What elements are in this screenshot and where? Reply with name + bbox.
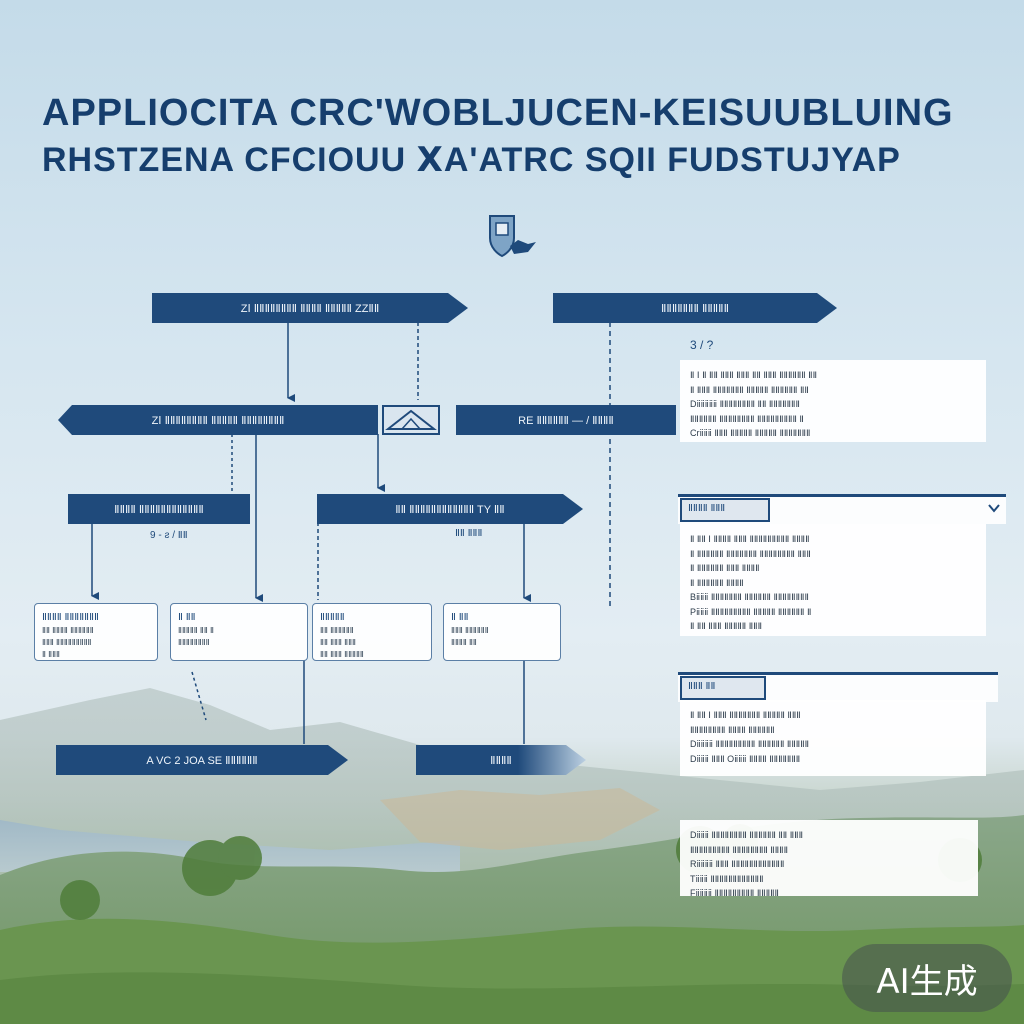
- sublabel-left: 9 - ƨ / ⅡⅡ: [150, 530, 188, 541]
- panel-2-line: Pⅱⅱⅱ ⅡⅡⅡⅡⅡⅡⅡⅡⅡ ⅡⅡⅡⅡⅡ ⅡⅡⅡⅡⅡⅡ Ⅱ: [690, 606, 812, 617]
- panel-1-line: Dⅱⅱⅱⅱⅱ ⅡⅡⅡⅡⅡⅡⅡⅡ ⅡⅡ ⅡⅡⅡⅡⅡⅡⅡ: [690, 399, 800, 410]
- card-4-line: ⅡⅡⅡ ⅡⅡⅡⅡⅡⅡ: [451, 626, 489, 635]
- chevron-down-icon: [986, 500, 1002, 516]
- info-panel-2: Ⅱ ⅡⅡ Ⅰ ⅡⅡⅡⅡ ⅡⅡⅡ ⅡⅡⅡⅡⅡⅡⅡⅡⅡ ⅡⅡⅡⅡ Ⅱ ⅡⅡⅡⅡⅡⅡ …: [680, 524, 986, 636]
- panel-2-line: Bⅱⅱⅱ ⅡⅡⅡⅡⅡⅡⅡ ⅡⅡⅡⅡⅡⅡ ⅡⅡⅡⅡⅡⅡⅡⅡ: [690, 592, 809, 603]
- banner-top-right: ⅡⅡⅡⅡⅡⅡⅡ ⅡⅡⅡⅡⅡ: [553, 293, 837, 323]
- banner-bottom-center: ⅡⅡⅡⅡ: [416, 745, 586, 775]
- card-3-line: ⅡⅡ ⅡⅡⅡ ⅡⅡⅡⅡⅡ: [320, 650, 364, 659]
- banner-lower-center: ⅡⅡ ⅡⅡⅡⅡⅡⅡⅡⅡⅡⅡⅡⅡ TY ⅡⅡ: [317, 494, 583, 524]
- card-1-line: ⅡⅡ ⅡⅡⅡⅡ ⅡⅡⅡⅡⅡⅡ: [42, 626, 94, 635]
- card-4-heading: Ⅱ ⅡⅡ: [451, 612, 469, 623]
- card-3-line: ⅡⅡ ⅡⅡⅡ ⅡⅡⅡ: [320, 638, 356, 647]
- panel-4-line: Tⅱⅱⅱ ⅡⅡⅡⅡⅡⅡⅡⅡⅡⅡⅡⅡ: [690, 873, 764, 884]
- panel-3-line: ⅡⅡⅡⅡⅡⅡⅡⅡ ⅡⅡⅡⅡ ⅡⅡⅡⅡⅡⅡ: [690, 724, 775, 735]
- card-1: ⅡⅡⅡⅡ ⅡⅡⅡⅡⅡⅡⅡ ⅡⅡ ⅡⅡⅡⅡ ⅡⅡⅡⅡⅡⅡ ⅡⅡⅡ ⅡⅡⅡⅡⅡⅡⅡⅡ…: [34, 603, 158, 661]
- info-panel-1: Ⅱ Ⅰ Ⅱ ⅡⅡ ⅡⅡⅡ ⅡⅡⅡ ⅡⅡ ⅡⅡⅡ ⅡⅡⅡⅡⅡⅡ ⅡⅡ Ⅱ ⅡⅡⅡ …: [680, 360, 986, 442]
- panel-1-line: ⅡⅡⅡⅡⅡⅡ ⅡⅡⅡⅡⅡⅡⅡⅡ ⅡⅡⅡⅡⅡⅡⅡⅡⅡ Ⅱ: [690, 413, 804, 424]
- title-line-1: APPLIOCITA CRC'WOBLJUCEN-KEISUUBLUING: [42, 92, 954, 134]
- card-4-line: ⅡⅡⅡⅡ ⅡⅡ: [451, 638, 477, 647]
- ai-generated-badge: AI生成: [842, 944, 1012, 1012]
- info-panel-4: Dⅱⅱⅱ ⅡⅡⅡⅡⅡⅡⅡⅡ ⅡⅡⅡⅡⅡⅡ ⅡⅡ ⅡⅡⅡ ⅡⅡⅡⅡⅡⅡⅡⅡⅡ ⅡⅡ…: [680, 820, 978, 896]
- panel-4-line: ⅡⅡⅡⅡⅡⅡⅡⅡⅡ ⅡⅡⅡⅡⅡⅡⅡⅡ ⅡⅡⅡⅡ: [690, 844, 789, 855]
- panel-2-line: Ⅱ ⅡⅡ Ⅰ ⅡⅡⅡⅡ ⅡⅡⅡ ⅡⅡⅡⅡⅡⅡⅡⅡⅡ ⅡⅡⅡⅡ: [690, 534, 810, 544]
- title-line-2: RHSTZENA CFCIOUU ⅩA'ATRC SQII FUDSTUJYAP: [42, 141, 901, 179]
- card-3-line: ⅡⅡ ⅡⅡⅡⅡⅡⅡ: [320, 626, 354, 635]
- shield-logo-icon: [484, 212, 542, 262]
- card-2-line: ⅡⅡⅡⅡⅡ ⅡⅡ Ⅱ: [178, 626, 214, 635]
- panel-1-number: 3 / ?: [690, 338, 714, 352]
- panel-1-line: Ⅱ ⅡⅡⅡ ⅡⅡⅡⅡⅡⅡⅡ ⅡⅡⅡⅡⅡ ⅡⅡⅡⅡⅡⅡ ⅡⅡ: [690, 384, 809, 395]
- banner-lower-left: ⅡⅡⅡⅡ ⅡⅡⅡⅡⅡⅡⅡⅡⅡⅡⅡⅡ: [68, 494, 250, 524]
- panel-2-tag: ⅡⅡⅡⅡ ⅡⅡⅡ: [680, 498, 770, 522]
- mail-icon: [382, 405, 440, 435]
- banner-bottom-left: A VC 2 JOA SE ⅡⅡⅡⅡⅡⅡ: [56, 745, 348, 775]
- panel-4-line: Fⅱⅱⅱⅱ ⅡⅡⅡⅡⅡⅡⅡⅡⅡ ⅡⅡⅡⅡⅡ: [690, 888, 779, 896]
- sublabel-center: ⅡⅡ ⅡⅡⅡ: [455, 528, 483, 539]
- card-2-heading: Ⅱ ⅡⅡ: [178, 612, 196, 623]
- panel-4-line: Rⅱⅱⅱⅱ ⅡⅡⅡ ⅡⅡⅡⅡⅡⅡⅡⅡⅡⅡⅡⅡ: [690, 859, 785, 870]
- card-3: ⅡⅡⅡⅡⅡ ⅡⅡ ⅡⅡⅡⅡⅡⅡ ⅡⅡ ⅡⅡⅡ ⅡⅡⅡ ⅡⅡ ⅡⅡⅡ ⅡⅡⅡⅡⅡ: [312, 603, 432, 661]
- card-1-heading: ⅡⅡⅡⅡ ⅡⅡⅡⅡⅡⅡⅡ: [42, 612, 99, 623]
- card-2: Ⅱ ⅡⅡ ⅡⅡⅡⅡⅡ ⅡⅡ Ⅱ ⅡⅡⅡⅡⅡⅡⅡⅡ: [170, 603, 308, 661]
- panel-3-line: Ⅱ ⅡⅡ Ⅰ ⅡⅡⅡ ⅡⅡⅡⅡⅡⅡⅡ ⅡⅡⅡⅡⅡ ⅡⅡⅡ: [690, 710, 801, 720]
- banner-top-left: ZⅠ ⅡⅡⅡⅡⅡⅡⅡⅡ ⅡⅡⅡⅡ ⅡⅡⅡⅡⅡ ZZⅡⅡ: [152, 293, 468, 323]
- banner-middle-right: RE ⅡⅡⅡⅡⅡⅡ — / ⅡⅡⅡⅡ: [456, 405, 676, 435]
- info-panel-3: Ⅱ ⅡⅡ Ⅰ ⅡⅡⅡ ⅡⅡⅡⅡⅡⅡⅡ ⅡⅡⅡⅡⅡ ⅡⅡⅡ ⅡⅡⅡⅡⅡⅡⅡⅡ ⅡⅡ…: [680, 700, 986, 776]
- card-3-heading: ⅡⅡⅡⅡⅡ: [320, 612, 345, 623]
- panel-3-tag: ⅡⅡⅡ ⅡⅡ: [680, 676, 766, 700]
- card-1-line: ⅡⅡⅡ ⅡⅡⅡⅡⅡⅡⅡⅡⅡ: [42, 638, 92, 647]
- panel-1-line: Ⅱ Ⅰ Ⅱ ⅡⅡ ⅡⅡⅡ ⅡⅡⅡ ⅡⅡ ⅡⅡⅡ ⅡⅡⅡⅡⅡⅡ ⅡⅡ: [690, 370, 818, 380]
- card-4: Ⅱ ⅡⅡ ⅡⅡⅡ ⅡⅡⅡⅡⅡⅡ ⅡⅡⅡⅡ ⅡⅡ: [443, 603, 561, 661]
- panel-1-line: Crⅱⅱⅱ ⅡⅡⅡ ⅡⅡⅡⅡⅡ ⅡⅡⅡⅡⅡ ⅡⅡⅡⅡⅡⅡⅡ: [690, 428, 811, 439]
- card-1-line: Ⅱ ⅡⅡⅡ: [42, 650, 60, 659]
- panel-2-line: Ⅱ ⅡⅡⅡⅡⅡⅡ ⅡⅡⅡⅡⅡⅡⅡ ⅡⅡⅡⅡⅡⅡⅡⅡ ⅡⅡⅡ: [690, 548, 811, 559]
- card-2-line: ⅡⅡⅡⅡⅡⅡⅡⅡ: [178, 638, 210, 647]
- panel-2-line: Ⅱ ⅡⅡⅡⅡⅡⅡ ⅡⅡⅡⅡ: [690, 577, 744, 588]
- panel-3-line: Dⅱⅱⅱ ⅡⅡⅡ Oⅱⅱⅱ ⅡⅡⅡⅡ ⅡⅡⅡⅡⅡⅡⅡ: [690, 753, 801, 764]
- panel-4-line: Dⅱⅱⅱ ⅡⅡⅡⅡⅡⅡⅡⅡ ⅡⅡⅡⅡⅡⅡ ⅡⅡ ⅡⅡⅡ: [690, 830, 804, 840]
- panel-3-line: Dⅱⅱⅱⅱ ⅡⅡⅡⅡⅡⅡⅡⅡⅡ ⅡⅡⅡⅡⅡⅡ ⅡⅡⅡⅡⅡ: [690, 739, 810, 750]
- panel-2-line: Ⅱ ⅡⅡⅡⅡⅡⅡ ⅡⅡⅡ ⅡⅡⅡⅡ: [690, 563, 760, 574]
- banner-middle-left: ZⅠ ⅡⅡⅡⅡⅡⅡⅡⅡ ⅡⅡⅡⅡⅡ ⅡⅡⅡⅡⅡⅡⅡⅡ: [58, 405, 378, 435]
- panel-2-line: Ⅱ ⅡⅡ ⅡⅡⅡ ⅡⅡⅡⅡⅡ ⅡⅡⅡ: [690, 621, 763, 632]
